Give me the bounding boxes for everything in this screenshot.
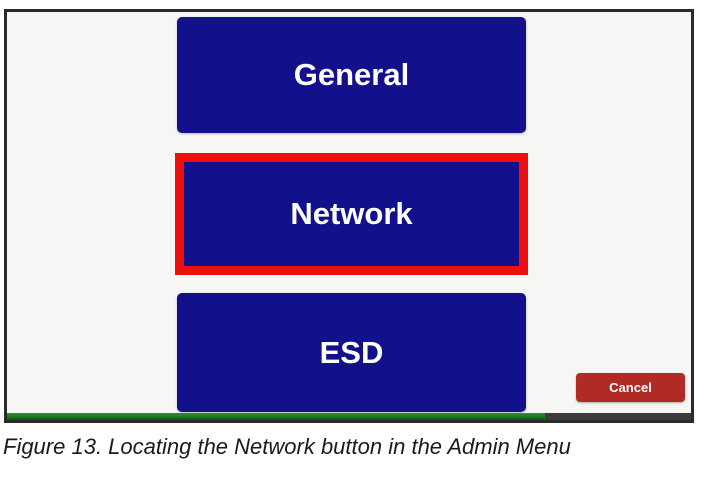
general-button[interactable]: General <box>177 17 526 133</box>
cancel-button[interactable]: Cancel <box>576 373 685 402</box>
esd-button[interactable]: ESD <box>177 293 526 412</box>
admin-menu-screen: General Network ESD Cancel <box>4 9 694 423</box>
progress-bar <box>7 413 546 420</box>
network-highlight-box: Network <box>175 153 528 275</box>
progress-track <box>7 413 691 420</box>
figure-caption: Figure 13. Locating the Network button i… <box>3 434 571 459</box>
network-button[interactable]: Network <box>184 162 519 266</box>
